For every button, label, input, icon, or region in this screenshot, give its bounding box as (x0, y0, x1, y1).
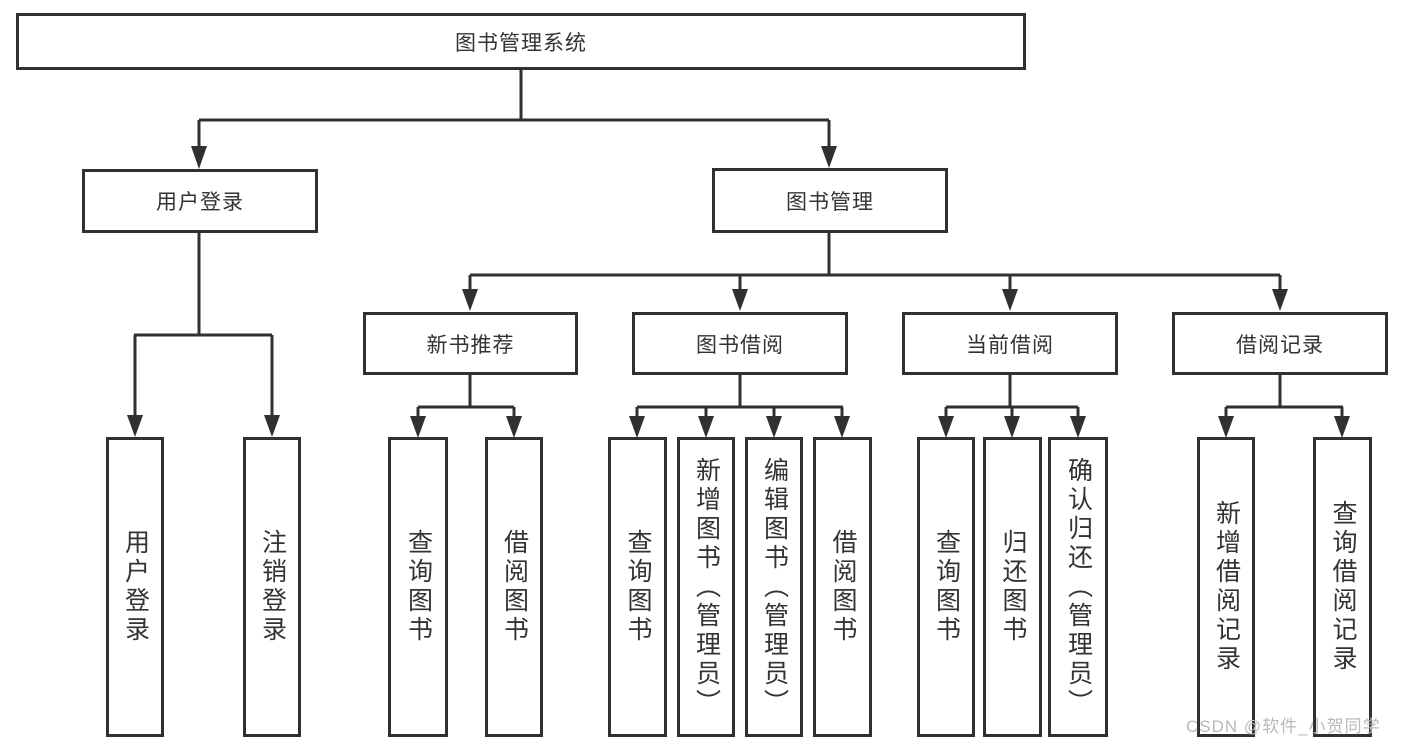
node-label: 借阅记录 (1236, 333, 1324, 357)
node-current-borrowing: 当前借阅 (902, 312, 1118, 375)
node-label: 新增图书（管理员） (692, 456, 721, 718)
node-book-borrowing: 图书借阅 (632, 312, 848, 375)
node-label: 借阅图书 (500, 529, 529, 645)
node-new-book-recommendation: 新书推荐 (363, 312, 578, 375)
leaf-add-borrow-record: 新增借阅记录 (1197, 437, 1255, 737)
node-library-system: 图书管理系统 (16, 13, 1026, 70)
leaf-logout: 注销登录 (243, 437, 301, 737)
node-label: 借阅图书 (829, 529, 857, 645)
leaf-confirm-return-admin: 确认归还（管理员） (1048, 437, 1108, 737)
leaf-query-books-recommend: 查询图书 (388, 437, 448, 737)
leaf-edit-books-admin: 编辑图书（管理员） (745, 437, 803, 737)
node-label: 用户登录 (121, 529, 150, 645)
node-borrowing-records: 借阅记录 (1172, 312, 1388, 375)
node-label: 当前借阅 (966, 333, 1054, 357)
leaf-query-books-borrow: 查询图书 (608, 437, 667, 737)
node-label: 查询图书 (932, 529, 961, 645)
node-book-management: 图书管理 (712, 168, 948, 233)
leaf-user-login: 用户登录 (106, 437, 164, 737)
node-label: 图书管理 (786, 190, 874, 214)
leaf-return-books: 归还图书 (983, 437, 1042, 737)
leaf-borrow-books-recommend: 借阅图书 (485, 437, 543, 737)
node-label: 用户登录 (156, 191, 244, 214)
node-user-login: 用户登录 (82, 169, 318, 233)
leaf-query-books-current: 查询图书 (917, 437, 975, 737)
leaf-query-borrow-record: 查询借阅记录 (1313, 437, 1372, 737)
node-label: 确认归还（管理员） (1064, 456, 1093, 718)
node-label: 图书管理系统 (455, 31, 587, 55)
node-label: 查询图书 (404, 529, 433, 645)
node-label: 查询图书 (624, 529, 652, 645)
node-label: 注销登录 (258, 529, 287, 645)
node-label: 新增借阅记录 (1212, 500, 1241, 674)
node-label: 新书推荐 (426, 333, 515, 357)
watermark-text: CSDN @软件_小贺同学 (1186, 717, 1381, 736)
node-label: 查询借阅记录 (1329, 500, 1357, 674)
leaf-add-books-admin: 新增图书（管理员） (677, 437, 735, 737)
node-label: 编辑图书（管理员） (760, 456, 789, 718)
node-label: 图书借阅 (696, 333, 784, 357)
leaf-borrow-books: 借阅图书 (813, 437, 872, 737)
node-label: 归还图书 (999, 529, 1027, 645)
arrowheads (127, 146, 1350, 438)
